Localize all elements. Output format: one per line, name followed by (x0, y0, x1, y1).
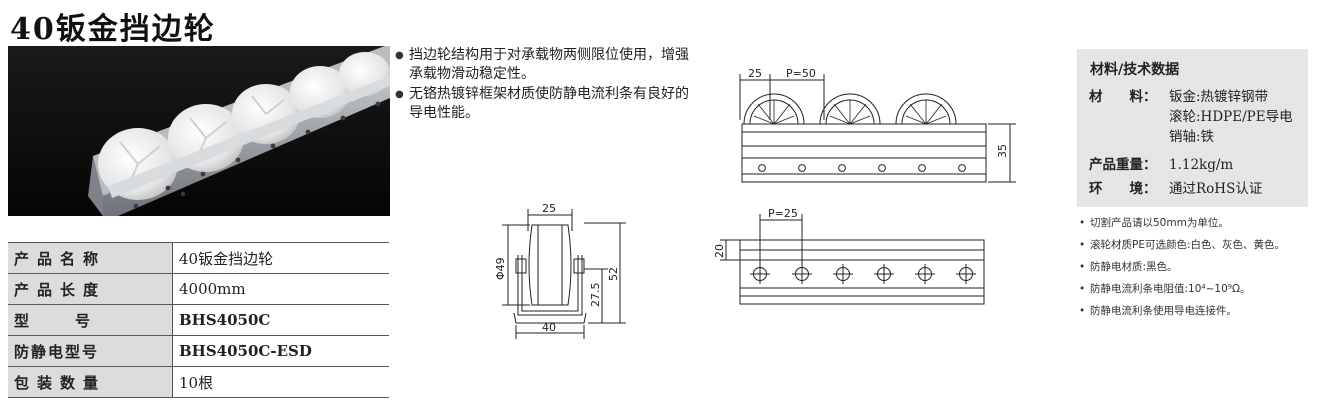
note-item: 滚轮材质PE可选颜色:白色、灰色、黄色。 (1077, 234, 1285, 256)
dim-offset: 25 (748, 67, 762, 80)
note-item: 防静电流利条使用导电连接件。 (1077, 300, 1285, 322)
feature-list: 挡边轮结构用于对承载物两侧限位使用，增强承载物滑动稳定性。 无铬热镀锌框架材质使… (395, 46, 695, 124)
dim-inner: 27.5 (589, 283, 602, 308)
dim-height: 52 (607, 267, 620, 281)
spec-label: 包装数量 (8, 366, 173, 398)
dim-top: 25 (542, 202, 556, 215)
table-row: 型号 BHS4050C (8, 304, 389, 336)
tech-title: 材料/技术数据 (1090, 62, 1180, 78)
spec-value: 4000mm (172, 273, 389, 305)
dim-pitch: P=50 (786, 67, 816, 80)
spec-label: 产品长度 (8, 273, 173, 305)
spec-label: 防静电型号 (8, 335, 173, 367)
table-row: 防静电型号 BHS4050C-ESD (8, 335, 389, 367)
tech-data-panel: 材料/技术数据 材 料： 钣金:热镀锌钢带 滚轮:HDPE/PE导电 销轴:铁 … (1077, 49, 1308, 207)
top-view-drawing: P=25 20 (713, 207, 1002, 314)
spec-table: 产品名称 40钣金挡边轮 产品长度 4000mm 型号 BHS4050C 防静电… (8, 242, 389, 398)
notes-list: 切割产品请以50mm为单位。 滚轮材质PE可选颜色:白色、灰色、黄色。 防静电材… (1077, 212, 1285, 322)
dim-bottom: 40 (542, 321, 556, 334)
product-photo (8, 46, 390, 216)
page-title: 40钣金挡边轮 (10, 12, 216, 47)
material-value: 滚轮:HDPE/PE导电 (1169, 109, 1293, 125)
spec-value: 40钣金挡边轮 (172, 242, 389, 274)
feature-item: 挡边轮结构用于对承载物两侧限位使用，增强承载物滑动稳定性。 (395, 46, 695, 84)
spec-value: BHS4050C-ESD (172, 335, 389, 367)
spec-value: 10根 (172, 366, 389, 398)
note-item: 防静电材质:黑色。 (1077, 256, 1285, 278)
feature-item: 无铬热镀锌框架材质使防静电流利条有良好的导电性能。 (395, 85, 695, 123)
note-item: 防静电流利条电阻值:10⁴~10⁹Ω。 (1077, 278, 1285, 300)
note-item: 切割产品请以50mm为单位。 (1077, 212, 1285, 234)
dim-height: 20 (713, 244, 726, 258)
spec-label: 产品名称 (8, 242, 173, 274)
weight-value: 1.12kg/m (1169, 157, 1234, 173)
table-row: 包装数量 10根 (8, 366, 389, 398)
front-view-drawing: 25 40 Φ49 52 27.5 (494, 202, 630, 345)
table-row: 产品名称 40钣金挡边轮 (8, 242, 389, 274)
weight-label: 产品重量： (1089, 157, 1157, 173)
dim-diameter: Φ49 (494, 257, 507, 280)
material-value: 钣金:热镀锌钢带 (1169, 89, 1269, 105)
dim-height: 35 (996, 144, 1009, 158)
spec-value: BHS4050C (172, 304, 389, 336)
table-row: 产品长度 4000mm (8, 273, 389, 305)
dim-pitch: P=25 (768, 207, 798, 220)
spec-label: 型号 (8, 304, 173, 336)
roller-track-photo (8, 46, 390, 216)
material-value: 销轴:铁 (1169, 129, 1215, 145)
material-label: 材 料： (1089, 89, 1157, 105)
side-view-drawing: 25 P=50 35 (728, 67, 1028, 190)
environment-label: 环 境： (1089, 181, 1157, 197)
environment-value: 通过RoHS认证 (1169, 181, 1263, 197)
